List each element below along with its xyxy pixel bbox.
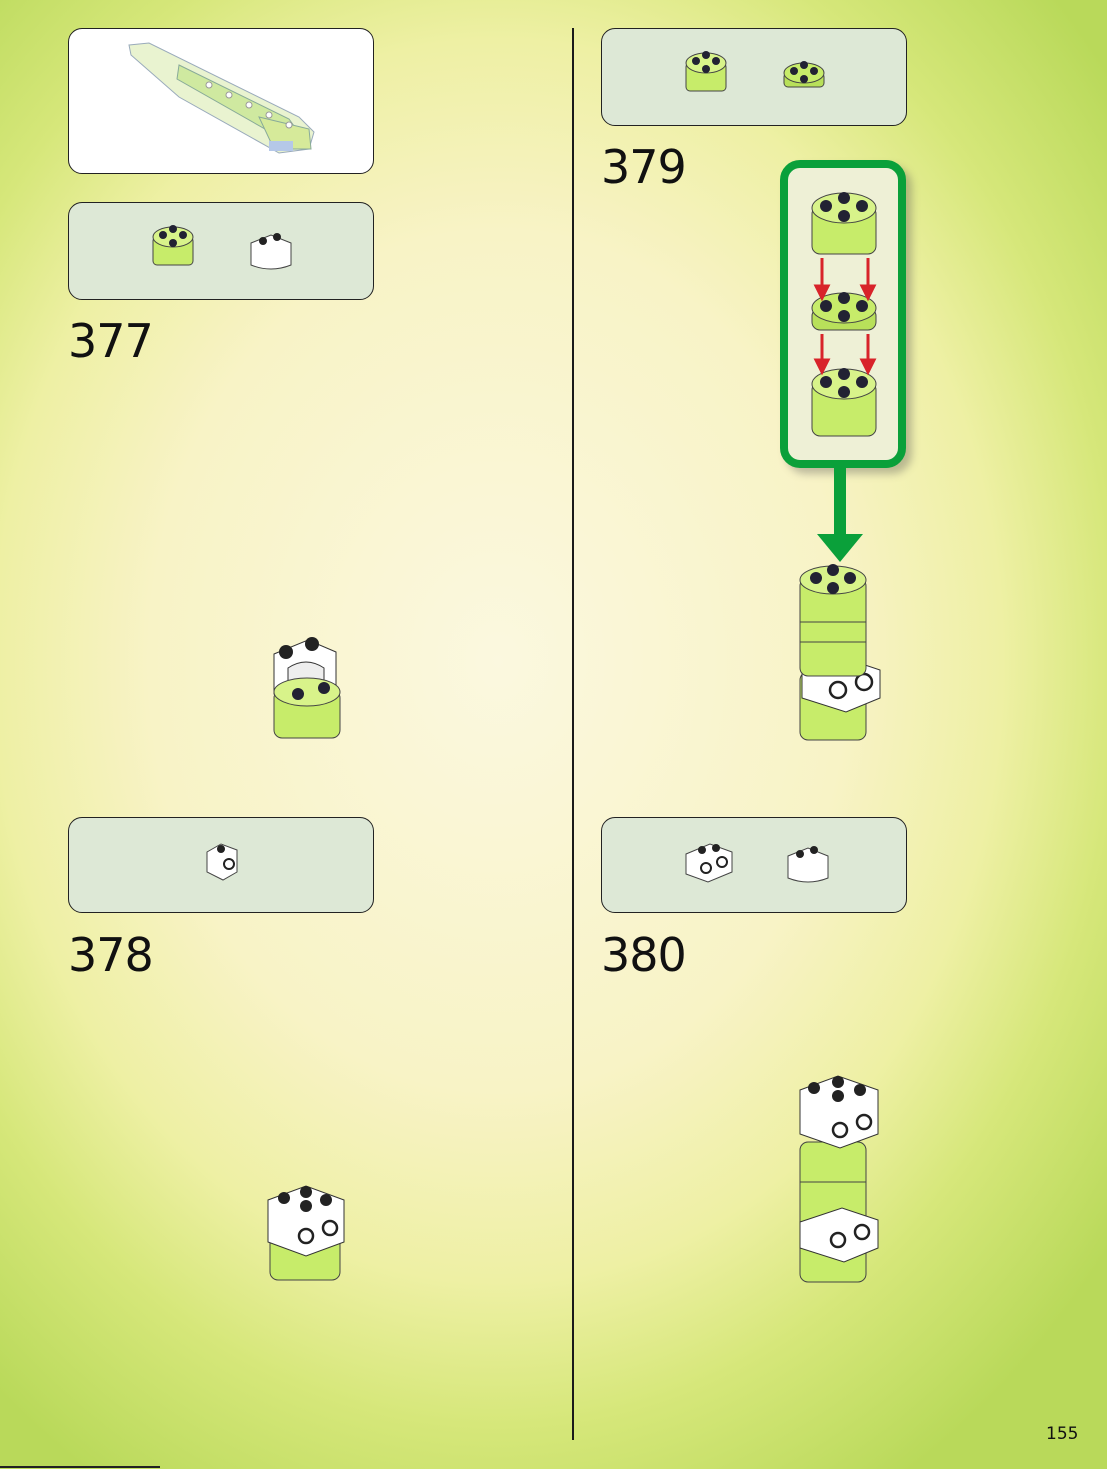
- step-379-assembly: [794, 562, 884, 744]
- step-380-assembly: [794, 1072, 886, 1288]
- curved-slope-brick-icon: [247, 225, 295, 275]
- bottom-rule: [0, 1466, 160, 1468]
- parts-panel-377: [68, 202, 374, 300]
- step-377-assembly: [268, 634, 348, 744]
- page-number: 155: [1046, 1424, 1078, 1444]
- brick-1x1-side-stud-icon: [203, 840, 243, 882]
- stacked-round-bricks: [788, 168, 898, 460]
- curved-slope-brick-icon: [784, 838, 832, 888]
- step-number: 379: [601, 144, 686, 190]
- green-down-arrow-icon: [815, 468, 865, 564]
- round-plate-2x2-icon: [780, 57, 828, 97]
- step-378-assembly: [262, 1182, 352, 1286]
- sub-assembly-callout: [780, 160, 906, 468]
- step-number: 377: [68, 318, 153, 364]
- parts-panel-378: [68, 817, 374, 913]
- step-number: 380: [601, 932, 686, 978]
- parts-panel-380: [601, 817, 907, 913]
- round-brick-2x2-icon: [682, 45, 730, 101]
- parts-panel-379: [601, 28, 907, 126]
- overview-panel: [68, 28, 374, 174]
- brick-1x2-side-studs-icon: [682, 838, 736, 886]
- round-brick-2x2-icon: [149, 219, 197, 275]
- wing-assembly-icon: [119, 37, 339, 167]
- column-divider: [572, 28, 574, 1440]
- step-number: 378: [68, 932, 153, 978]
